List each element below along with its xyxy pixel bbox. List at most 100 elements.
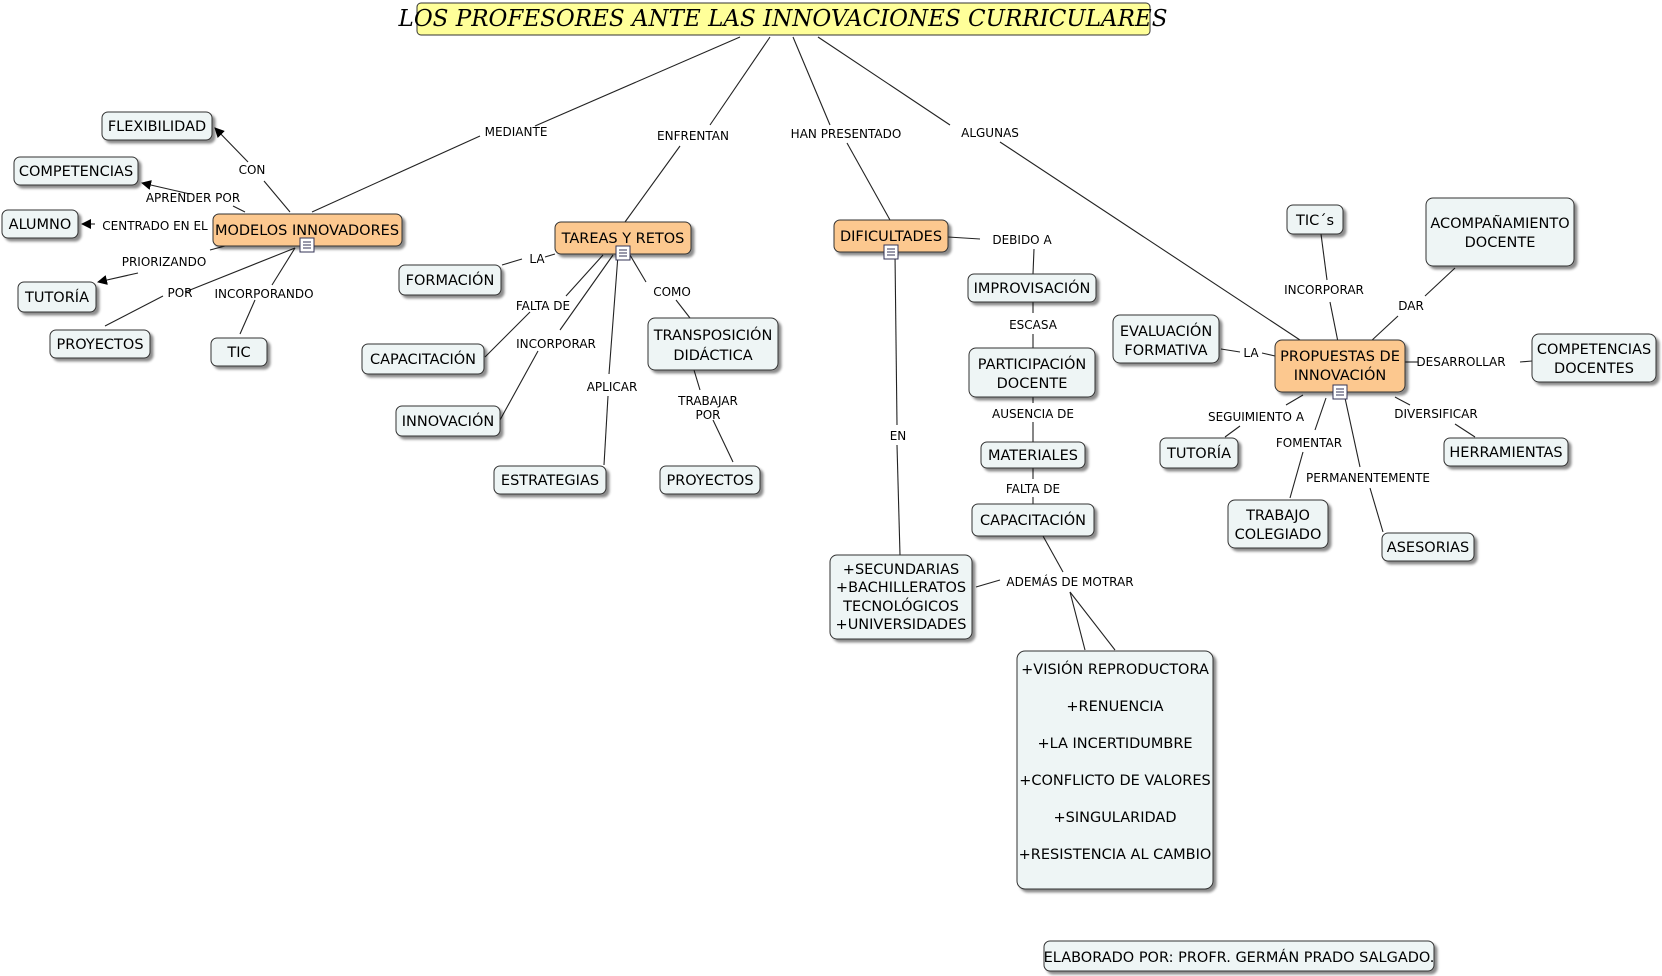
node-label: IMPROVISACIÓN (974, 279, 1091, 297)
link-label-permanentemente: PERMANENTEMENTE (1306, 471, 1430, 485)
link-label-fomentar: FOMENTAR (1276, 436, 1342, 450)
node-label: +BACHILLERATOS (836, 580, 966, 596)
node-herramientas[interactable]: HERRAMIENTAS (1443, 437, 1569, 467)
node-label: ASESORIAS (1387, 540, 1469, 556)
node-materiales[interactable]: MATERIALES (980, 441, 1086, 469)
title-box (416, 2, 1151, 36)
node-alumno[interactable]: ALUMNO (1, 209, 79, 239)
node-label: ALUMNO (9, 217, 72, 233)
link-label-falta-de: FALTA DE (516, 299, 570, 313)
node-tutoria-right[interactable]: TUTORÍA (1159, 437, 1239, 469)
node-competencias[interactable]: COMPETENCIAS (13, 156, 139, 186)
node-label: DIDÁCTICA (673, 347, 752, 364)
node-tutoria-left[interactable]: TUTORÍA (17, 281, 97, 313)
node-formacion[interactable]: FORMACIÓN (398, 264, 502, 296)
link-label-en: EN (890, 429, 907, 443)
node-asesorias[interactable]: ASESORIAS (1381, 532, 1475, 562)
node-label: FORMATIVA (1124, 343, 1207, 359)
link-label-aprender-por: APRENDER POR (146, 191, 240, 205)
node-label: TIC´s (1295, 213, 1334, 229)
link-label-la-right: LA (1243, 346, 1259, 360)
node-tic[interactable]: TIC (210, 337, 268, 367)
node-label: HERRAMIENTAS (1449, 445, 1562, 461)
node-label: INNOVACIÓN (402, 412, 494, 430)
link-label-ademas-de-motrar: ADEMÁS DE MOTRAR (1006, 574, 1133, 589)
node-label: TRANSPOSICIÓN (653, 326, 773, 344)
link-label-por: POR (167, 286, 192, 300)
link-label-como: COMO (653, 285, 691, 299)
node-improvisacion[interactable]: IMPROVISACIÓN (967, 273, 1097, 303)
link-label-ausencia-de: AUSENCIA DE (992, 407, 1074, 421)
node-label: TUTORÍA (24, 289, 89, 306)
node-acompanamiento-docente[interactable]: ACOMPAÑAMIENTO DOCENTE (1425, 197, 1575, 267)
node-label: +CONFLICTO DE VALORES (1019, 773, 1211, 789)
node-label: TIC (226, 345, 250, 361)
node-label: DOCENTES (1554, 361, 1634, 377)
node-estrategias[interactable]: ESTRATEGIAS (493, 465, 607, 495)
link-label-falta-de-center: FALTA DE (1006, 482, 1060, 496)
node-proyectos-left[interactable]: PROYECTOS (49, 329, 151, 359)
connector-lines (81, 36, 1533, 651)
node-evaluacion-formativa[interactable]: EVALUACIÓN FORMATIVA (1112, 314, 1220, 364)
node-innovacion[interactable]: INNOVACIÓN (395, 405, 501, 437)
link-label-incorporar-right: INCORPORAR (1284, 283, 1364, 297)
node-tics[interactable]: TIC´s (1286, 204, 1344, 235)
node-label: TRABAJO (1245, 508, 1310, 524)
node-instituciones[interactable]: +SECUNDARIAS +BACHILLERATOS TECNOLÓGICOS… (829, 554, 973, 640)
node-label: +UNIVERSIDADES (836, 617, 967, 633)
node-label: COMPETENCIAS (19, 164, 133, 180)
node-capacitacion-center[interactable]: CAPACITACIÓN (971, 503, 1095, 537)
node-label: DOCENTE (997, 376, 1068, 392)
link-label-dar: DAR (1398, 299, 1424, 313)
node-proyectos-center[interactable]: PROYECTOS (659, 465, 761, 495)
node-flexibilidad[interactable]: FLEXIBILIDAD (101, 111, 213, 141)
node-label: PARTICIPACIÓN (978, 355, 1086, 373)
node-label: MATERIALES (988, 448, 1078, 464)
link-label-incorporar: INCORPORAR (516, 337, 596, 351)
node-label: +SINGULARIDAD (1053, 810, 1176, 826)
node-propuestas-de-innovacion[interactable]: PROPUESTAS DE INNOVACIÓN (1274, 339, 1406, 400)
link-label-han-presentado: HAN PRESENTADO (791, 127, 902, 141)
link-label-escasa: ESCASA (1009, 318, 1058, 332)
node-label: INNOVACIÓN (1294, 366, 1386, 384)
link-label-aplicar: APLICAR (587, 380, 638, 394)
node-label: FORMACIÓN (406, 271, 495, 289)
node-label: PROPUESTAS DE (1280, 349, 1400, 365)
node-label: COLEGIADO (1235, 527, 1322, 543)
node-label: ESTRATEGIAS (501, 473, 599, 489)
node-tareas-y-retos[interactable]: TAREAS Y RETOS (554, 221, 692, 261)
link-label-enfrentan: ENFRENTAN (657, 129, 729, 143)
link-label-seguimiento-a: SEGUIMIENTO A (1208, 410, 1305, 424)
node-label: TECNOLÓGICOS (842, 597, 959, 615)
node-competencias-docentes[interactable]: COMPETENCIAS DOCENTES (1531, 333, 1657, 383)
link-label-desarrollar: DESARROLLAR (1416, 355, 1505, 369)
node-label: +RESISTENCIA AL CAMBIO (1019, 847, 1212, 863)
link-label-trabajar: TRABAJAR (677, 394, 738, 408)
link-label-mediante: MEDIANTE (485, 125, 548, 139)
link-label-la: LA (529, 252, 545, 266)
node-label: DIFICULTADES (840, 229, 942, 245)
node-label: COMPETENCIAS (1537, 342, 1651, 358)
node-trabajo-colegiado[interactable]: TRABAJO COLEGIADO (1227, 499, 1329, 549)
link-label-centrado-en-el: CENTRADO EN EL (102, 219, 208, 233)
link-label-debido-a: DEBIDO A (992, 233, 1052, 247)
map-title: LOS PROFESORES ANTE LAS INNOVACIONES CUR… (398, 6, 1168, 32)
link-label-con: CON (239, 163, 266, 177)
node-dificultades[interactable]: DIFICULTADES (833, 219, 949, 260)
credit-text: ELABORADO POR: PROFR. GERMÁN PRADO SALGA… (1044, 949, 1435, 966)
link-label-por-center: POR (695, 408, 720, 422)
node-transposicion-didactica[interactable]: TRANSPOSICIÓN DIDÁCTICA (647, 317, 779, 371)
node-label: ACOMPAÑAMIENTO (1430, 215, 1569, 232)
node-label: CAPACITACIÓN (980, 511, 1086, 529)
node-vision-reproductora-list[interactable]: +VISIÓN REPRODUCTORA +RENUENCIA +LA INCE… (1016, 650, 1214, 890)
node-label: TUTORÍA (1166, 445, 1231, 462)
node-label: MODELOS INNOVADORES (215, 223, 399, 239)
node-participacion-docente[interactable]: PARTICIPACIÓN DOCENTE (968, 347, 1096, 398)
link-label-algunas: ALGUNAS (961, 126, 1019, 140)
node-label: FLEXIBILIDAD (108, 119, 206, 135)
node-capacitacion-left[interactable]: CAPACITACIÓN (361, 343, 485, 375)
node-label: DOCENTE (1465, 235, 1536, 251)
credit-box: ELABORADO POR: PROFR. GERMÁN PRADO SALGA… (1043, 940, 1435, 972)
node-modelos-innovadores[interactable]: MODELOS INNOVADORES (212, 213, 403, 253)
